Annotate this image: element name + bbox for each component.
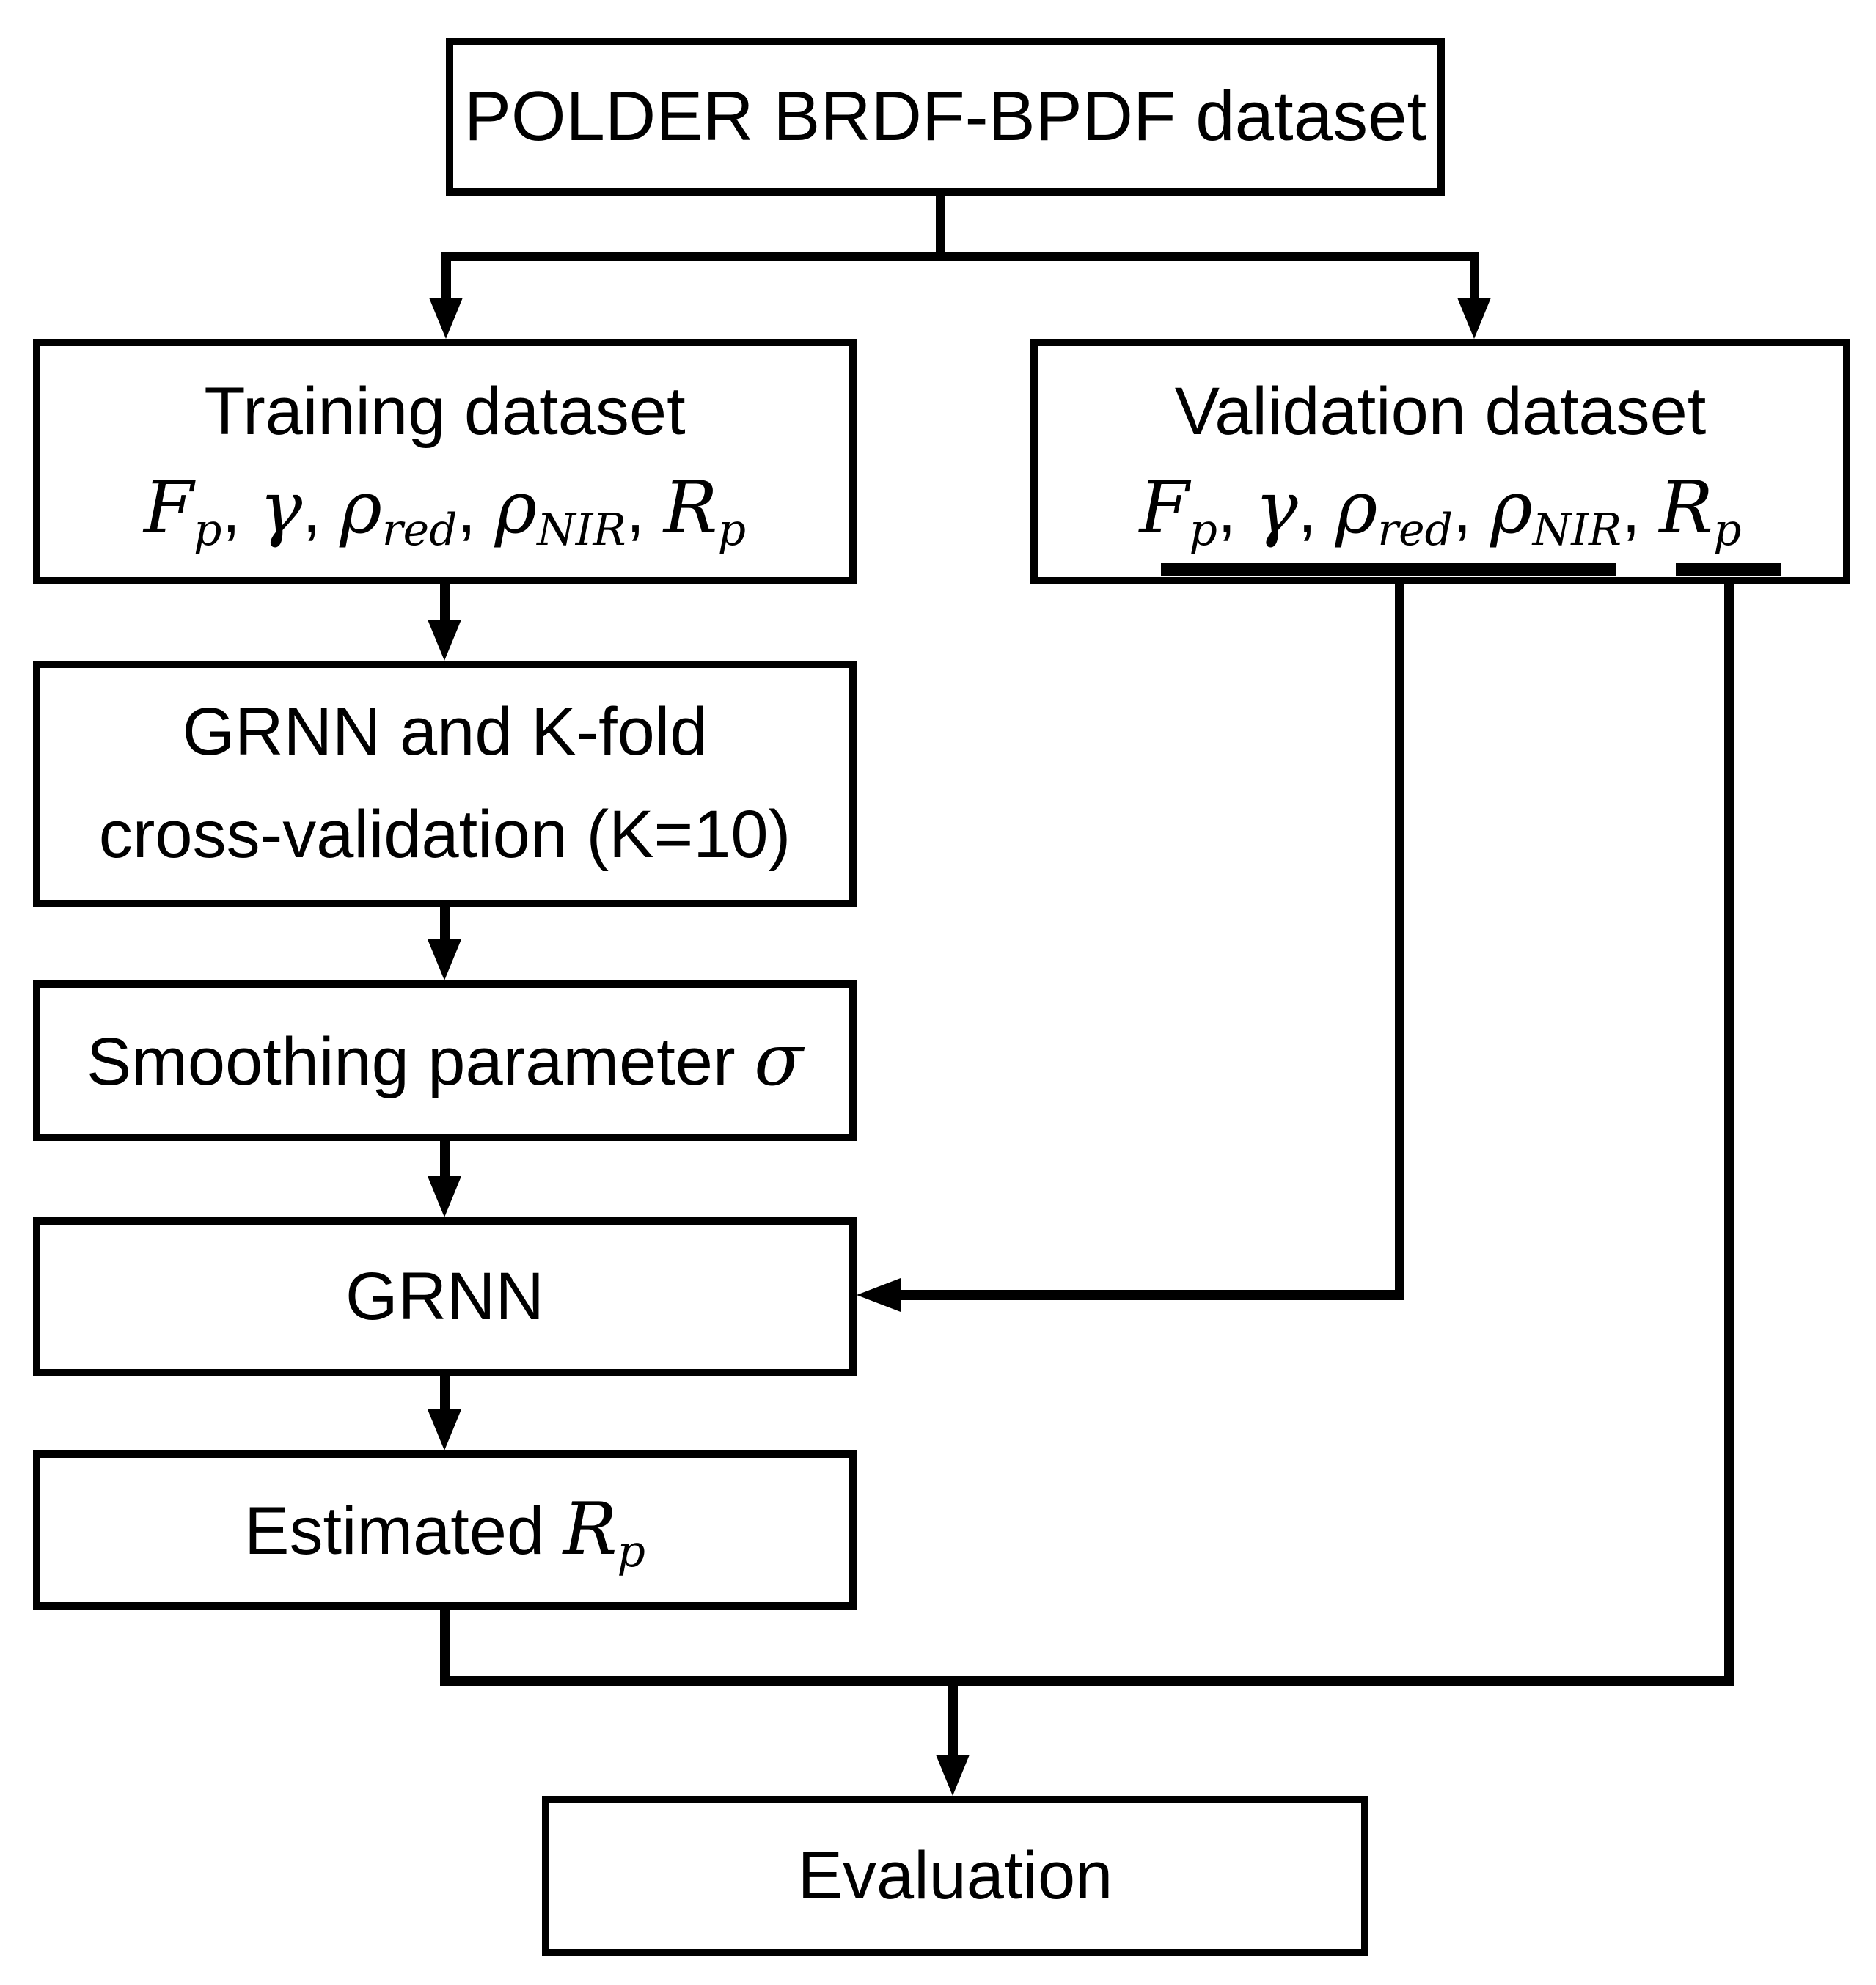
- connector-validation-grnn-horizontal: [898, 1290, 1404, 1300]
- connector-polder-stem: [936, 196, 945, 260]
- arrowhead-kfold-smoothing: [428, 939, 461, 980]
- connector-grnn-estimated-shaft: [440, 1375, 450, 1419]
- connector-training-kfold-shaft: [440, 583, 450, 627]
- arrowhead-training-kfold: [428, 620, 461, 661]
- connector-validation-rp-vertical: [1724, 574, 1734, 1686]
- arrowhead-to-validation: [1457, 298, 1491, 339]
- node-smoothing-parameter: Smoothing parameter σ: [33, 980, 857, 1141]
- node-polder-brdf-bpdf-dataset: POLDER BRDF-BPDF dataset: [446, 38, 1445, 196]
- connector-kfold-smoothing-shaft: [440, 906, 450, 950]
- arrowhead-smoothing-grnn: [428, 1176, 461, 1217]
- node-evaluation: Evaluation: [542, 1796, 1368, 1956]
- connector-merge-evaluation-shaft: [948, 1683, 958, 1756]
- arrowhead-to-training: [429, 298, 463, 339]
- connector-merge-bar: [440, 1676, 1734, 1686]
- connector-branch-bar: [441, 252, 1479, 261]
- arrowhead-validation-grnn: [857, 1278, 901, 1312]
- connector-to-training-shaft: [441, 257, 451, 308]
- underline-validation-input-vars: [1161, 563, 1616, 576]
- connector-estimated-stem: [440, 1610, 450, 1686]
- node-grnn: GRNN: [33, 1217, 857, 1376]
- arrowhead-grnn-estimated: [428, 1409, 461, 1450]
- connector-validation-grnn-vertical: [1395, 574, 1404, 1300]
- node-estimated-rp: Estimated Rp: [33, 1450, 857, 1610]
- underline-validation-rp: [1676, 563, 1781, 576]
- arrowhead-merge-evaluation: [936, 1755, 970, 1796]
- connector-smoothing-grnn-shaft: [440, 1140, 450, 1185]
- connector-to-validation-shaft: [1470, 257, 1479, 308]
